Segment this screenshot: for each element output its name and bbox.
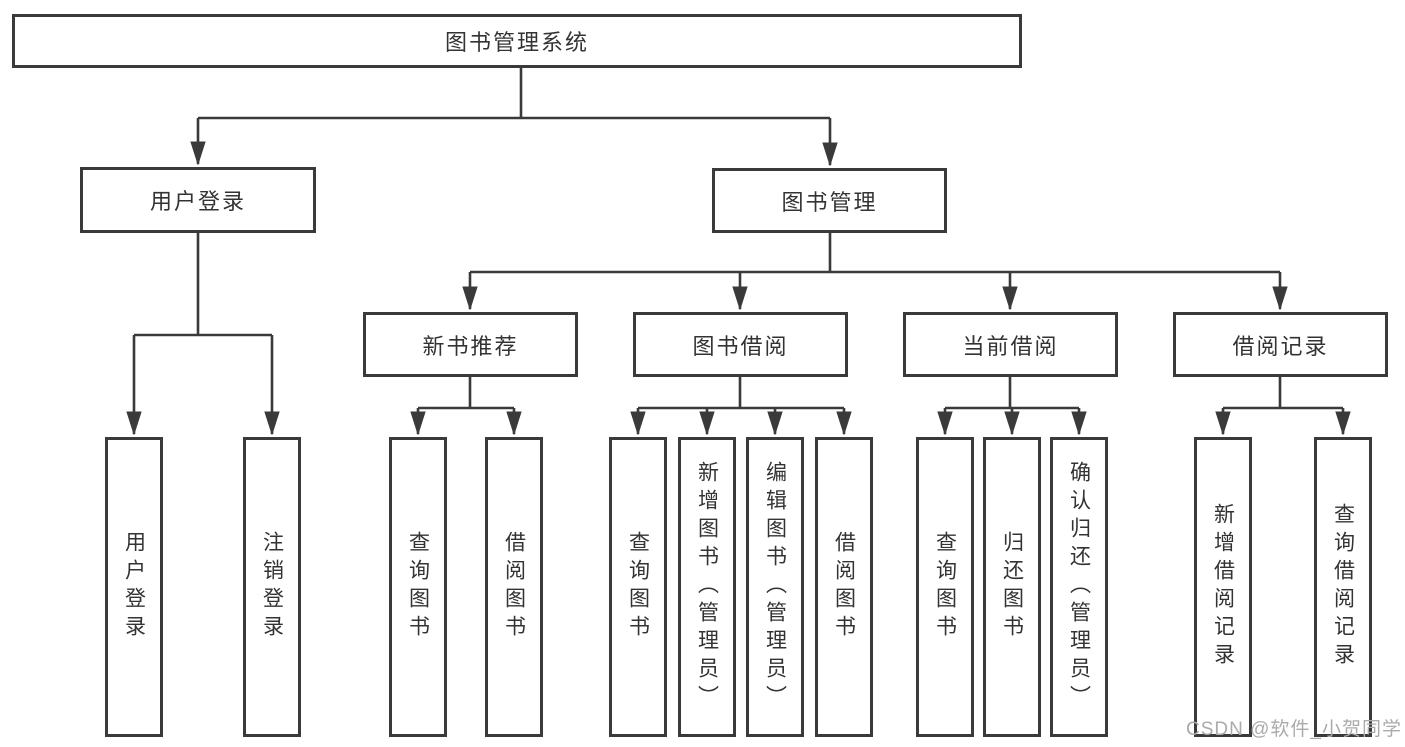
node-label: 图书借阅 [692, 333, 789, 359]
leaf-logout: 注销登录 [243, 437, 301, 737]
leaf-edit-book-admin: 编辑图书（管理员） [746, 437, 804, 737]
node-book-borrow: 图书借阅 [633, 312, 848, 377]
node-user-login: 用户登录 [80, 167, 316, 233]
node-book-management: 图书管理 [712, 168, 947, 233]
leaf-label: 确认归还（管理员） [1067, 461, 1091, 713]
leaf-label: 查询图书 [626, 531, 650, 643]
leaf-label: 注销登录 [260, 531, 284, 643]
leaf-label: 新增图书（管理员） [695, 461, 719, 713]
node-label: 新书推荐 [422, 333, 519, 359]
node-label: 借阅记录 [1232, 333, 1329, 359]
leaf-borrow-book-recommend: 借阅图书 [485, 437, 543, 737]
node-new-book-recommend: 新书推荐 [363, 312, 578, 377]
leaf-label: 借阅图书 [832, 531, 856, 643]
leaf-query-borrow-record: 查询借阅记录 [1314, 437, 1372, 737]
leaf-label: 查询借阅记录 [1331, 503, 1355, 671]
node-library-system-root: 图书管理系统 [12, 14, 1022, 68]
leaf-return-book: 归还图书 [983, 437, 1041, 737]
leaf-borrow-book: 借阅图书 [815, 437, 873, 737]
leaf-confirm-return-admin: 确认归还（管理员） [1050, 437, 1108, 737]
leaf-label: 查询图书 [406, 531, 430, 643]
leaf-label: 新增借阅记录 [1211, 503, 1235, 671]
leaf-query-book-current: 查询图书 [916, 437, 974, 737]
node-label: 当前借阅 [962, 333, 1059, 359]
leaf-label: 归还图书 [1000, 531, 1024, 643]
leaf-user-login: 用户登录 [105, 437, 163, 737]
node-label: 图书管理 [781, 189, 878, 215]
node-label: 用户登录 [149, 189, 246, 214]
watermark-text: CSDN @软件_小贺同学 [1186, 719, 1402, 740]
leaf-query-book-borrow: 查询图书 [609, 437, 667, 737]
leaf-label: 查询图书 [933, 531, 957, 643]
leaf-label: 编辑图书（管理员） [763, 461, 787, 713]
node-borrow-record: 借阅记录 [1173, 312, 1388, 377]
leaf-label: 用户登录 [122, 531, 146, 643]
leaf-query-book-recommend: 查询图书 [389, 437, 447, 737]
leaf-add-borrow-record: 新增借阅记录 [1194, 437, 1252, 737]
leaf-add-book-admin: 新增图书（管理员） [678, 437, 736, 737]
leaf-label: 借阅图书 [502, 531, 526, 643]
node-current-borrow: 当前借阅 [903, 312, 1118, 377]
node-label: 图书管理系统 [444, 30, 589, 55]
